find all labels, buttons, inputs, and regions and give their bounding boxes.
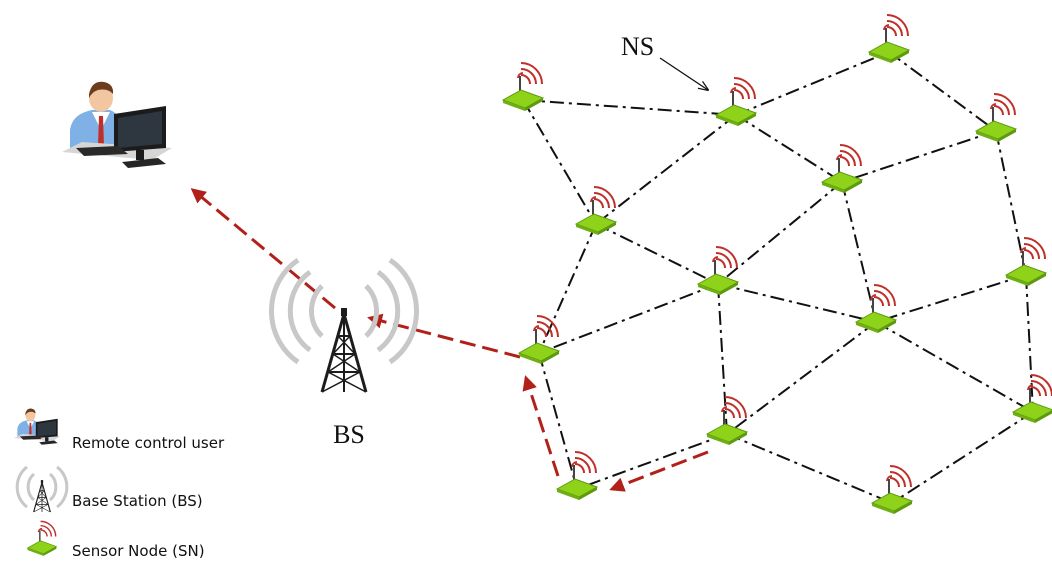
link-f-h [717, 181, 843, 285]
legend-item-sensor-node: Sensor Node (SN) [26, 520, 205, 560]
link-f-i [841, 181, 877, 323]
link-l-n [891, 411, 1034, 504]
link-c-d [888, 51, 997, 132]
base-station-icon [33, 479, 51, 513]
remote-user-icon [14, 408, 61, 445]
link-b-e [595, 114, 737, 225]
route-sn-to-sn-up [522, 375, 560, 477]
sensor-node-icon [697, 246, 739, 296]
sensor-node-icon [868, 14, 910, 64]
link-d-g [995, 130, 1027, 276]
link-g-i [875, 274, 1027, 323]
link-g-l [1025, 274, 1034, 413]
mesh-links [522, 51, 1034, 504]
legend-base-station-label: Base Station (BS) [72, 492, 203, 510]
link-e-j [538, 223, 597, 354]
sensor-node-icon [26, 520, 58, 557]
link-a-e [522, 99, 597, 225]
sensor-node-icon [502, 62, 544, 112]
bs-label: BS [333, 420, 365, 449]
link-h-k [717, 283, 728, 435]
legend-user-label: Remote control user [72, 434, 225, 452]
sensor-node-icon [715, 77, 757, 127]
sensor-node-icon [575, 186, 617, 236]
link-i-l [875, 321, 1034, 413]
tower-waves-icon [15, 465, 69, 509]
link-b-c [735, 51, 890, 116]
sensor-node-icon [855, 284, 897, 334]
sensor-node-icon [871, 465, 913, 515]
routing-path [190, 188, 709, 492]
link-k-n [726, 433, 893, 504]
link-h-j [538, 283, 719, 354]
base-station: BS [269, 257, 419, 449]
link-k-m [576, 433, 728, 490]
link-i-k [726, 321, 877, 435]
ns-label: NS [621, 32, 654, 61]
sensor-node-icon [821, 144, 863, 194]
legend-item-user: Remote control user [14, 408, 225, 452]
sensor-node-icon [975, 93, 1017, 143]
link-a-b [522, 99, 737, 116]
link-e-h [595, 223, 719, 285]
ns-annotation: NS [621, 32, 708, 90]
remote-user [62, 81, 172, 168]
sensor-node-icon [556, 451, 598, 501]
ns-arrow [659, 57, 708, 90]
link-d-f [841, 130, 997, 183]
link-h-i [717, 283, 877, 323]
route-sn-to-sn-left [609, 450, 709, 492]
legend-item-base-station: Base Station (BS) [15, 465, 203, 513]
legend: Remote control user Base Station (BS) Se… [14, 408, 225, 560]
route-bs-to-user [190, 188, 336, 310]
legend-sensor-node-label: Sensor Node (SN) [72, 542, 205, 560]
link-j-m [538, 352, 578, 490]
sensor-nodes [502, 14, 1052, 515]
remote-user-icon [62, 81, 172, 168]
sensor-node-icon [1012, 374, 1052, 424]
link-b-f [735, 114, 843, 183]
base-station-icon [320, 306, 368, 394]
tower-waves-icon [269, 257, 419, 365]
sensor-node-icon [518, 315, 560, 365]
sensor-node-icon [1005, 237, 1047, 287]
